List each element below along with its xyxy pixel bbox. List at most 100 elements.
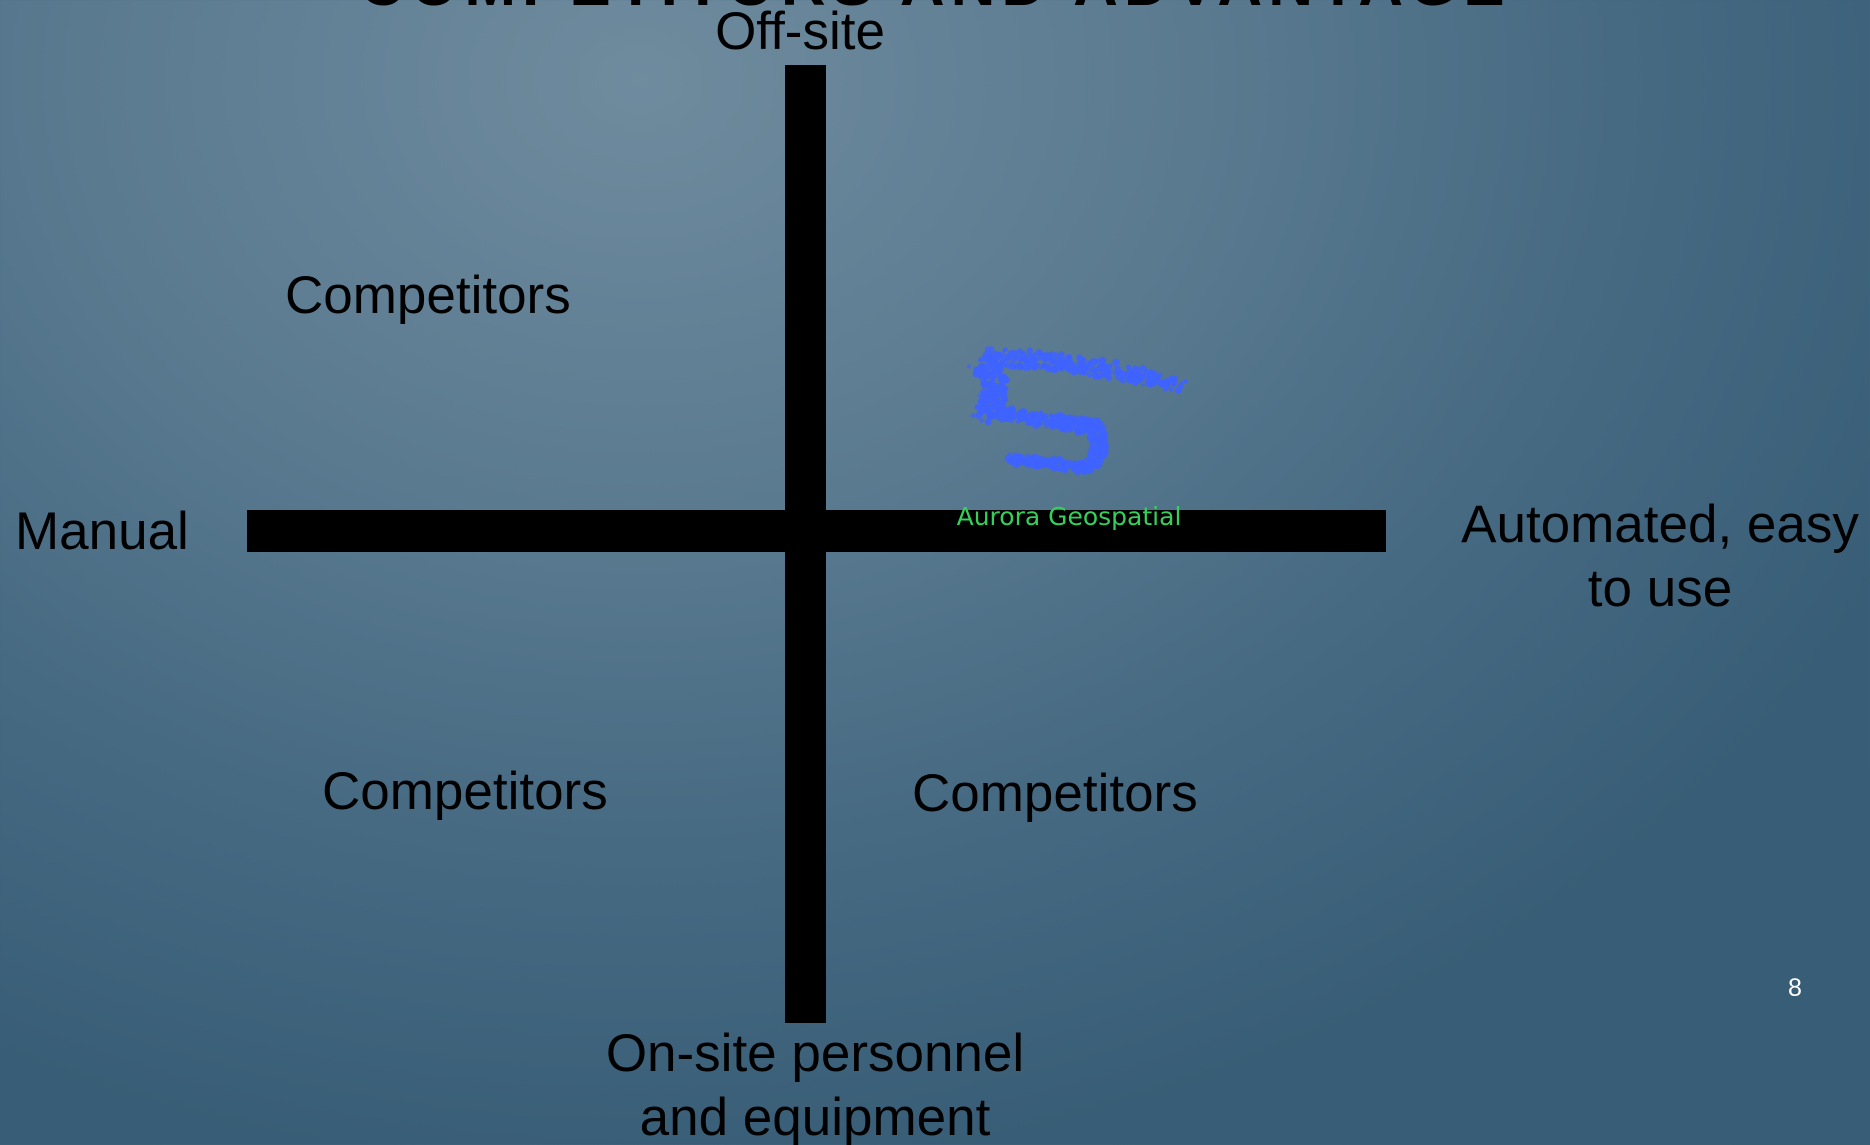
logo-dot-318: [986, 358, 994, 366]
logo-dot-111: [1044, 365, 1052, 373]
logo-dot-1019: [1049, 456, 1057, 464]
logo-dot-670: [1048, 422, 1052, 426]
logo-dot-1074: [1022, 461, 1027, 466]
logo-dot-149: [1065, 359, 1071, 366]
logo-dot-996: [1061, 466, 1065, 470]
logo-dot-80: [1039, 366, 1043, 370]
quadrant-label-bottom-right: Competitors: [912, 764, 1198, 823]
logo-dot-227: [1116, 368, 1120, 372]
logo-dot-269: [1145, 378, 1151, 384]
logo-dot-991: [1064, 459, 1072, 466]
logo-dot-255: [1136, 372, 1142, 378]
logo-dot-470: [993, 397, 998, 402]
logo-dot-526: [988, 407, 992, 412]
logo-dot-187: [1110, 369, 1114, 373]
logo-dot-293: [1161, 380, 1168, 387]
logo-dot-196: [1102, 371, 1107, 375]
logo-dot-733: [1075, 426, 1078, 430]
logo-dot-452: [977, 394, 981, 398]
logo-dot-632: [1042, 421, 1046, 426]
logo-dot-150: [1076, 361, 1080, 365]
quadrant-label-bottom-left: Competitors: [322, 762, 608, 821]
axis-label-right-line2: to use: [1587, 559, 1733, 618]
logo-dot-173: [1098, 356, 1107, 364]
logo-dot-1088: [1014, 455, 1018, 459]
logo-dot-315: [994, 355, 1000, 361]
logo-dot-30: [1007, 365, 1011, 369]
point-cloud-s-logo-icon: [966, 346, 1188, 476]
logo-dot-377: [984, 373, 989, 379]
logo-dot-206: [1105, 375, 1112, 382]
logo-dot-45: [1007, 350, 1014, 357]
logo-dots: [966, 346, 1188, 476]
logo-dot-118: [1044, 356, 1049, 361]
logo-dot-851: [1089, 441, 1094, 446]
logo-dot-351: [983, 363, 987, 368]
logo-dot-270: [1151, 382, 1156, 387]
logo-dot-204: [1108, 363, 1113, 367]
logo-dot-219: [1114, 366, 1118, 370]
logo-dot-330: [975, 367, 980, 372]
logo-dot-447: [999, 394, 1003, 397]
logo-dot-137: [1056, 357, 1064, 365]
logo-dot-785: [1083, 425, 1088, 430]
logo-dot-257: [1141, 383, 1145, 387]
logo-dot-209: [1121, 371, 1128, 377]
logo-dot-287: [1166, 384, 1170, 389]
logo-dot-857: [1101, 439, 1109, 447]
logo-dot-215: [1112, 371, 1116, 375]
logo-dot-1094: [1007, 452, 1013, 457]
logo-dot-53: [1002, 350, 1006, 354]
axis-label-right-line1: Automated, easy: [1461, 495, 1859, 554]
logo-dot-55: [1009, 361, 1014, 366]
logo-dot-323: [987, 354, 993, 360]
logo-dot-254: [1135, 379, 1141, 385]
logo-dot-239: [1126, 369, 1131, 374]
axis-label-bottom: On-site personnel and equipment: [565, 1022, 1065, 1145]
logo-dot-1061: [1033, 463, 1038, 467]
logo-dot-829: [1088, 433, 1095, 440]
horizontal-axis: [247, 510, 1386, 552]
logo-dot-814: [1088, 428, 1093, 433]
logo-dot-502: [979, 418, 984, 423]
company-logo-text: Aurora Geospatial: [956, 502, 1182, 531]
logo-dot-423: [981, 382, 988, 390]
logo-dot-424: [994, 391, 998, 395]
logo-dot-299: [1177, 384, 1182, 389]
logo-dot-599: [1016, 419, 1020, 424]
logo-dot-542: [995, 404, 1000, 409]
logo-dot-194: [1096, 366, 1102, 373]
logo-dot-292: [1179, 381, 1184, 386]
logo-dot-892: [1087, 451, 1094, 458]
logo-dot-499: [970, 413, 976, 419]
logo-dot-60: [1012, 350, 1017, 355]
logo-dot-888: [1092, 452, 1098, 457]
logo-dot-274: [1149, 378, 1153, 382]
logo-dot-771: [1079, 416, 1087, 424]
logo-dot-57: [1015, 356, 1019, 360]
page-number: 8: [1788, 974, 1802, 1002]
logo-dot-294: [1183, 379, 1188, 384]
logo-dot-983: [1072, 463, 1078, 469]
logo-dot-533: [992, 406, 996, 410]
axis-label-bottom-line2: and equipment: [639, 1088, 991, 1145]
logo-dot-27: [1005, 355, 1012, 362]
logo-dot-112: [1052, 357, 1057, 362]
logo-dot-1096: [1013, 459, 1017, 464]
logo-dot-0: [966, 364, 972, 369]
logo-dot-54: [1021, 366, 1026, 370]
logo-dot-48: [1005, 361, 1010, 366]
logo-dot-657: [1045, 420, 1050, 425]
logo-dot-627: [1034, 411, 1039, 415]
logo-dot-336: [986, 364, 992, 370]
logo-dot-472: [979, 396, 984, 401]
logo-dot-867: [1101, 445, 1109, 452]
logo-dot-129: [1055, 354, 1061, 359]
logo-dot-58: [1027, 366, 1031, 371]
logo-dot-617: [1024, 415, 1031, 422]
logo-dot-79: [1019, 351, 1024, 357]
logo-dot-86: [1024, 361, 1029, 366]
quadrant-label-top-left: Competitors: [285, 266, 571, 325]
logo-dot-241: [1128, 374, 1136, 382]
logo-dot-1071: [1026, 455, 1033, 463]
